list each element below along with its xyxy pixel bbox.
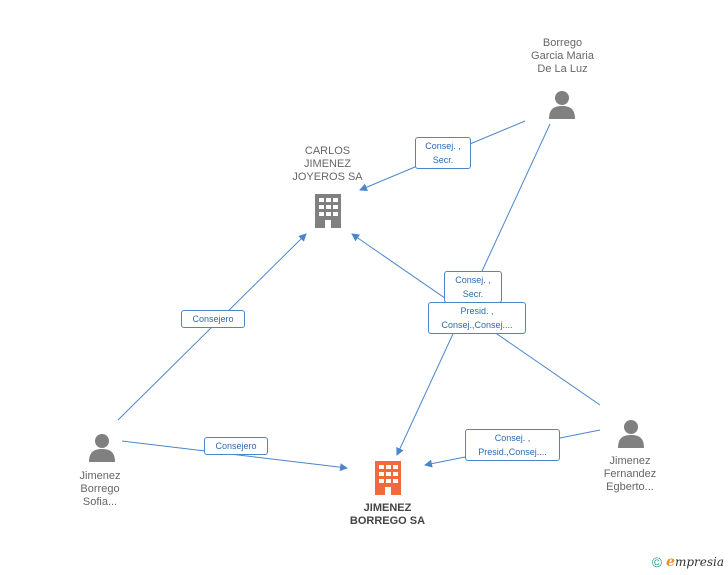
edge-label-borrego-to-carlos[interactable]: Consej. , Secr. [415, 137, 471, 169]
building-icon[interactable] [312, 193, 344, 229]
node-label-carlos-jimenez: CARLOS JIMENEZ JOYEROS SA [292, 145, 363, 183]
node-label-jimenez-sofia: Jimenez Borrego Sofia... [79, 470, 121, 508]
brand-name: empresia [666, 554, 724, 570]
node-label-borrego-garcia: Borrego Garcia Maria De La Luz [531, 37, 594, 75]
brand-name-rest: mpresia [674, 555, 724, 569]
brand-logo: © empresia [652, 553, 724, 571]
node-label-jimenez-egberto: Jimenez Fernandez Egberto... [603, 455, 657, 493]
edge-label-borrego-to-jimenez-borrego[interactable]: Consej. , Secr. [444, 271, 502, 303]
person-icon[interactable] [88, 433, 116, 463]
person-icon[interactable] [617, 419, 645, 449]
node-label-jimenez-borrego: JIMENEZ BORREGO SA [349, 502, 426, 527]
edge-label-sofia-to-carlos[interactable]: Consejero [181, 310, 245, 328]
building-icon[interactable] [372, 460, 404, 496]
edge-label-sofia-to-jimenez-borrego[interactable]: Consejero [204, 437, 268, 455]
brand-name-initial: e [666, 554, 675, 570]
copyright-icon: © [651, 554, 663, 570]
edge-label-egberto-to-jimenez-borrego[interactable]: Consej. , Presid.,Consej.... [465, 429, 560, 461]
person-icon[interactable] [548, 90, 576, 120]
edge-label-egberto-to-carlos[interactable]: Presid. , Consej.,Consej.... [428, 302, 526, 334]
